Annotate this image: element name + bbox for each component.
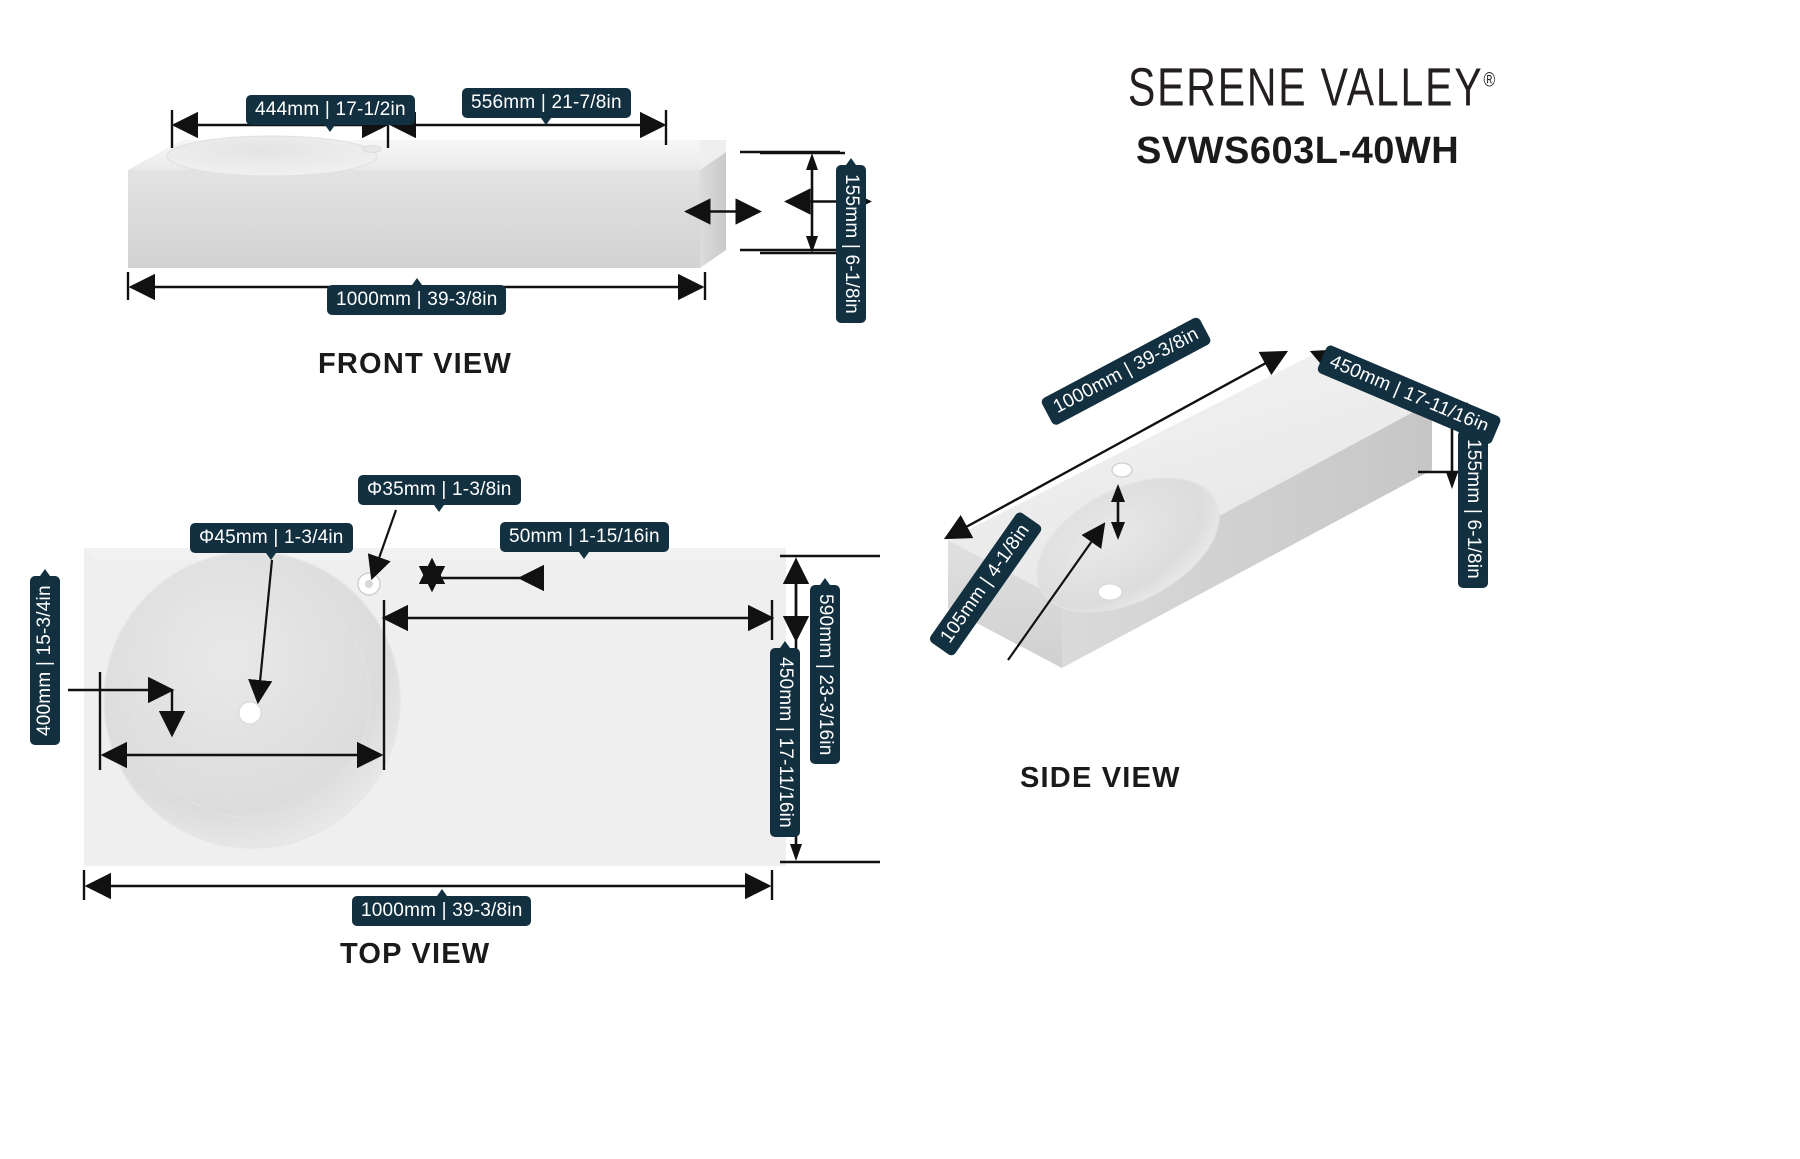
top-overall-depth-label: 450mm | 17-11/16in [770,648,800,837]
top-basin-depth-label: 400mm | 15-3/4in [30,576,60,745]
front-basin-width-label: 444mm | 17-1/2in [246,95,415,132]
front-view-title: FRONT VIEW [318,348,513,380]
top-drain-diameter-label: Φ45mm | 1-3/4in [190,523,353,560]
model-number: SVWS603L-40WH [1136,130,1460,172]
front-overall-width-label: 1000mm | 39-3/8in [327,278,507,315]
side-view-solid [948,352,1432,668]
brand-name: SERENE VALLEY [1128,58,1484,118]
front-height-label: 155mm | 6-1/8in [836,165,866,323]
front-height-arrow [760,151,845,255]
front-view-solid [128,135,726,268]
registered-mark: ® [1483,68,1496,92]
side-height-label: 155mm | 6-1/8in [1458,430,1488,588]
top-faucet-hole-diameter-label: Φ35mm | 1-3/8in [358,475,521,512]
top-view-title: TOP VIEW [340,938,491,970]
top-hole-offset-label: 50mm | 1-15/16in [500,522,669,559]
top-view-solid [84,548,786,866]
top-overall-depth-rear-label: 590mm | 23-3/16in [810,585,840,765]
side-view-title: SIDE VIEW [1020,762,1181,794]
front-deck-width-label: 556mm | 21-7/8in [462,88,631,125]
brand-logo: SERENE VALLEY® [1128,58,1495,119]
top-overall-width-label: 1000mm | 39-3/8in [352,889,532,926]
